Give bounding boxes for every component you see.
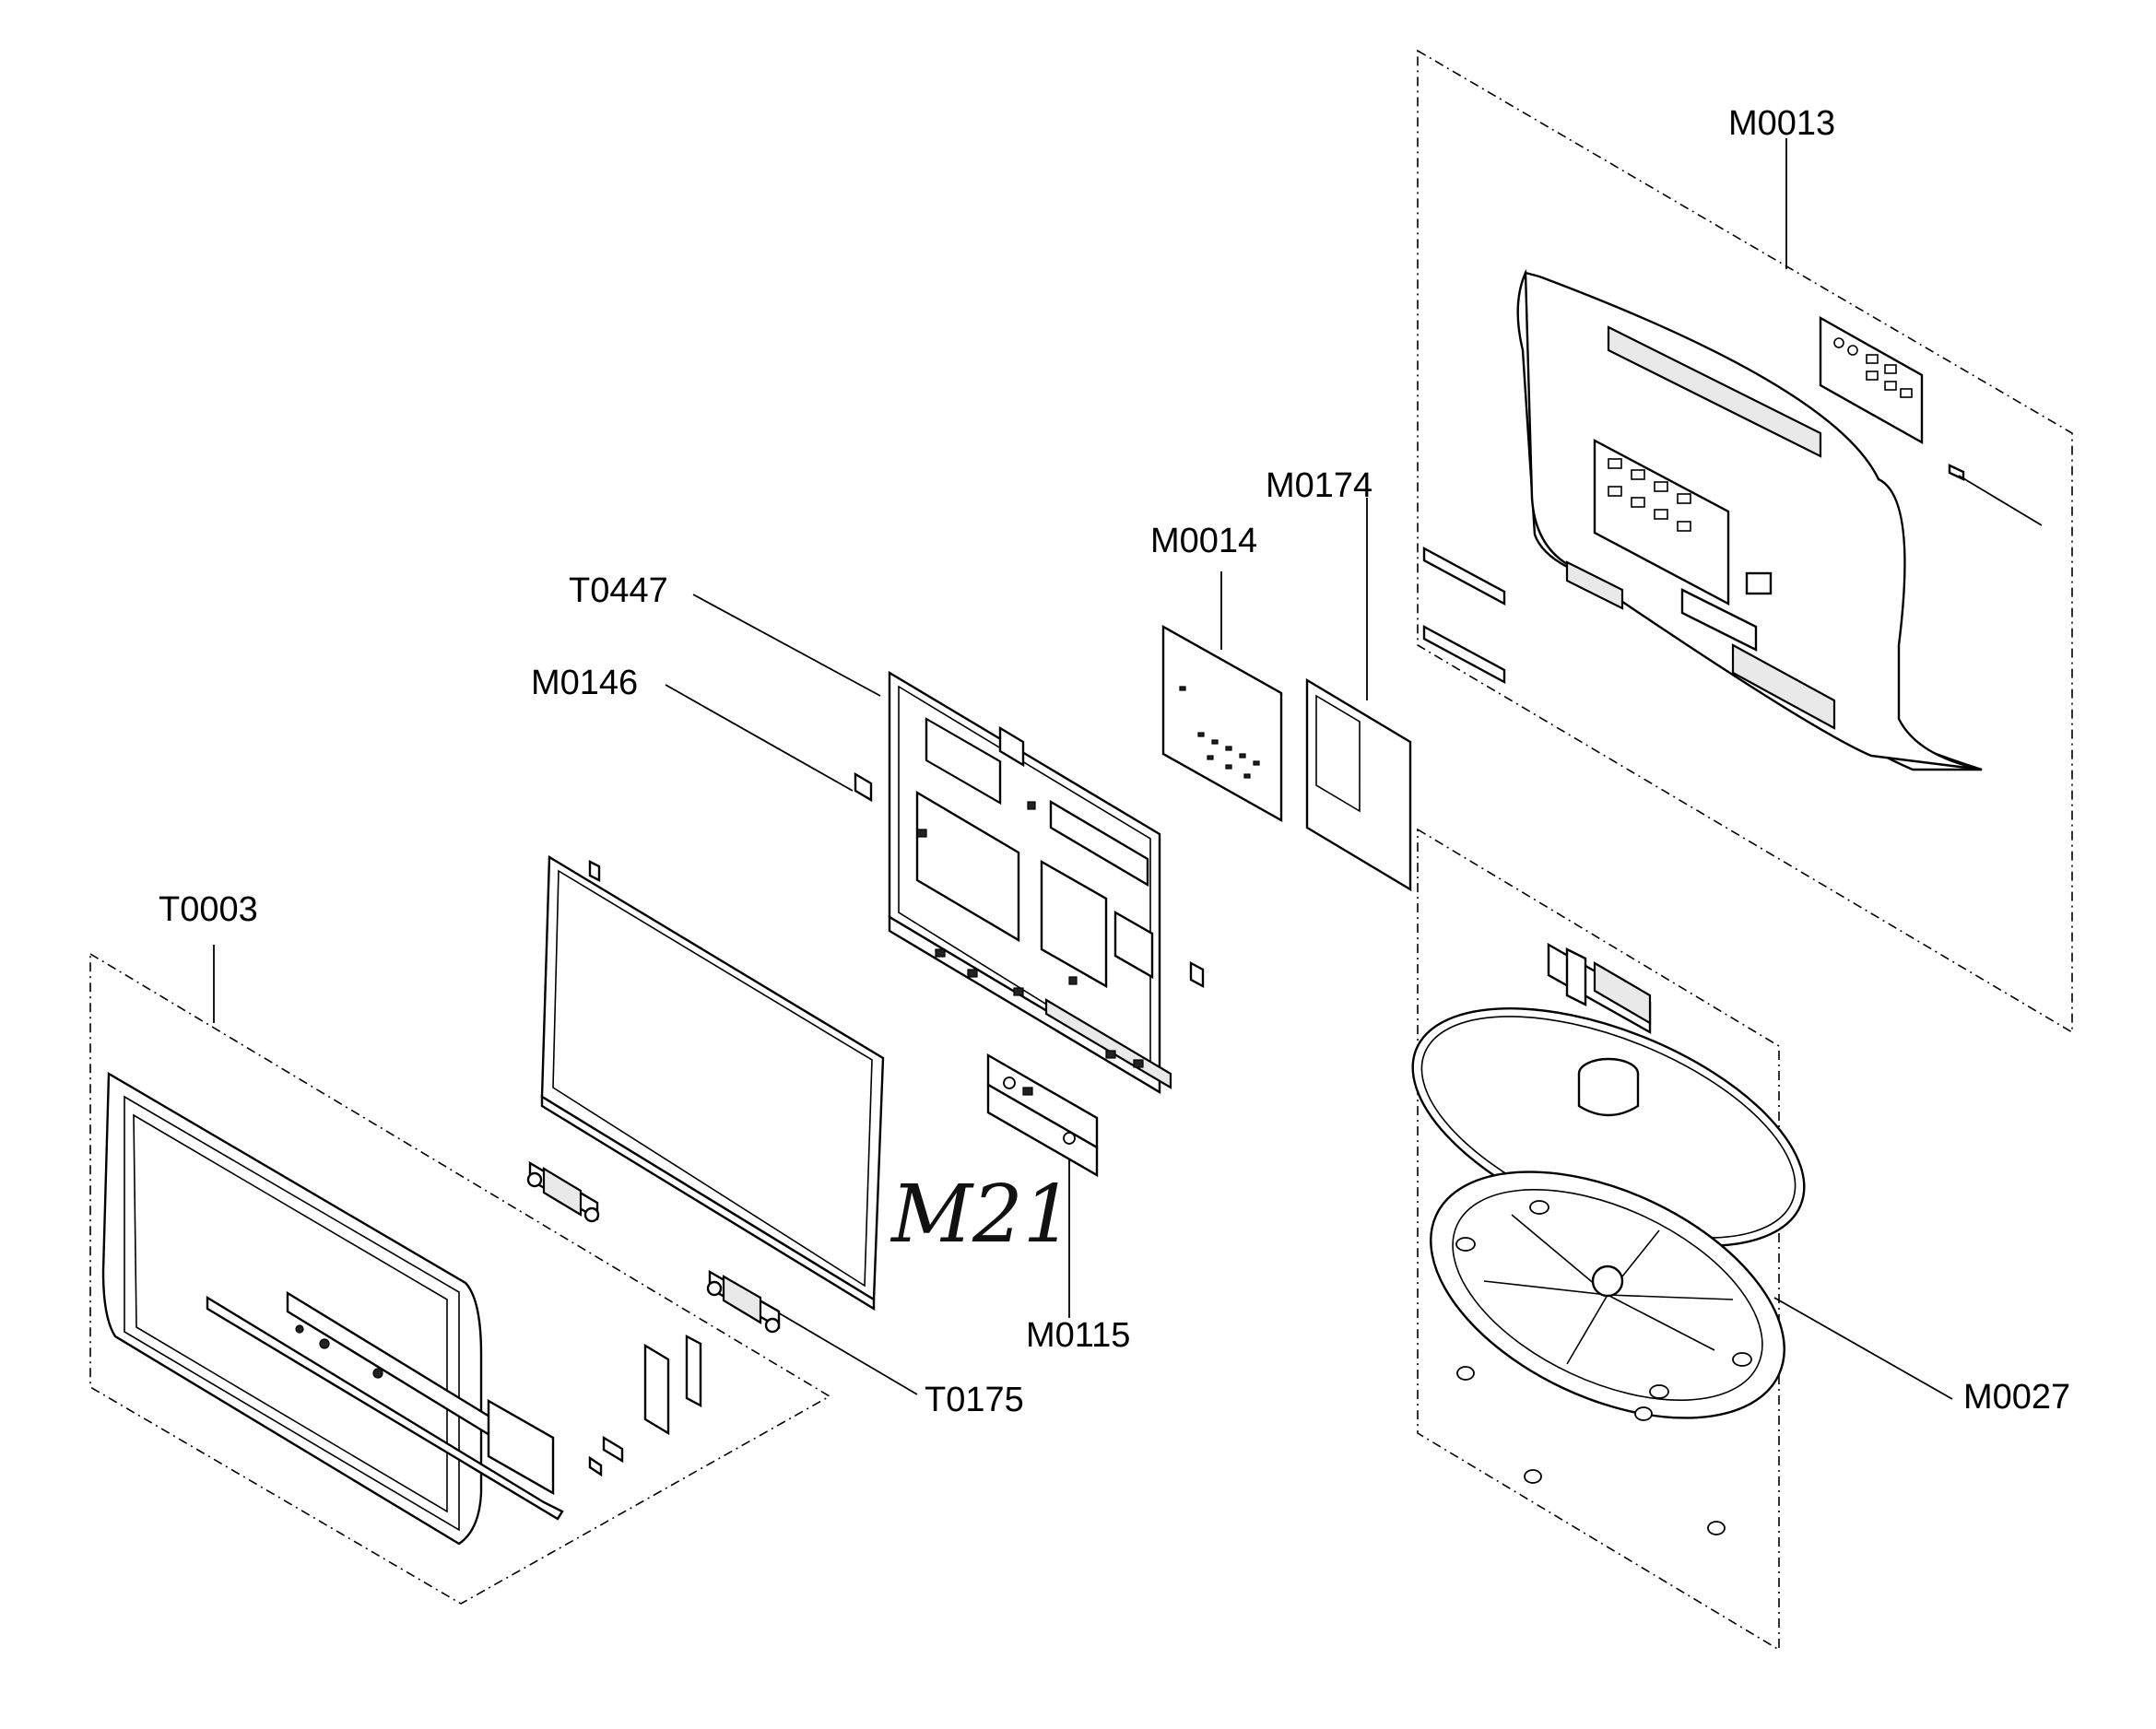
clip-part [854, 771, 873, 803]
handwritten-model-note: M21 [891, 1169, 1074, 1261]
stand-assembly [1411, 942, 1806, 1535]
label-t0447: T0447 [569, 571, 668, 610]
label-m0115: M0115 [1026, 1316, 1131, 1355]
bracket-lower [1422, 624, 1506, 685]
lcd-panel [540, 854, 885, 1311]
stand-group-outline [1417, 828, 1780, 1652]
speaker-right [706, 1269, 781, 1334]
label-m0174: M0174 [1266, 466, 1373, 505]
bracket-upper [1422, 546, 1506, 606]
label-m0146: M0146 [531, 664, 639, 702]
leader-t0175 [771, 1308, 918, 1395]
main-board [1161, 624, 1283, 823]
label-t0175: T0175 [925, 1381, 1024, 1419]
front-bezel [101, 1071, 702, 1546]
rear-cover-group-outline [1417, 49, 2073, 1034]
front-bezel-group-outline [89, 952, 831, 1605]
leader-m0027 [1773, 1297, 1953, 1400]
speaker-left [526, 1160, 600, 1223]
label-t0003: T0003 [159, 890, 258, 929]
leader-m0146 [665, 684, 854, 792]
label-m0014: M0014 [1150, 522, 1258, 560]
main-chassis [888, 670, 1205, 1095]
rear-cover [1422, 268, 2043, 771]
leader-t0447 [692, 594, 881, 697]
label-m0013: M0013 [1728, 104, 1836, 143]
label-m0027: M0027 [1963, 1378, 2071, 1417]
shield-plate [1305, 677, 1412, 892]
mount-bracket [986, 1053, 1099, 1178]
